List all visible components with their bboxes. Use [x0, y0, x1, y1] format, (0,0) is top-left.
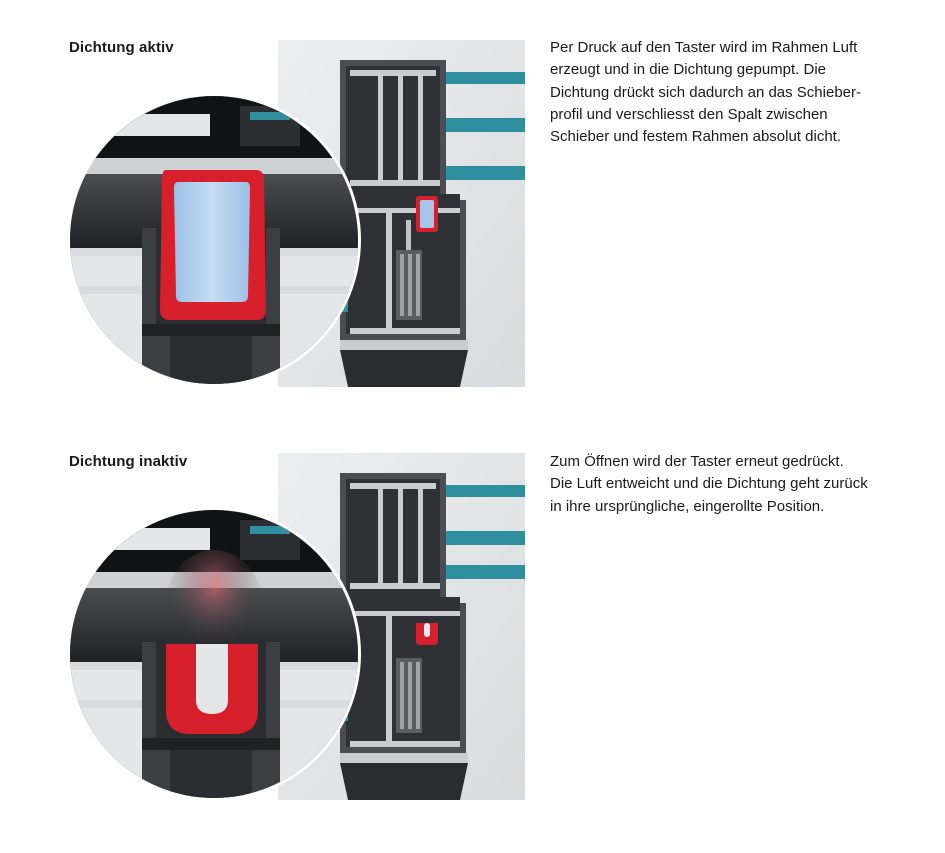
seal-closeup-illustration [70, 96, 358, 384]
description-line: Dichtung drückt sich dadurch an das Schi… [550, 83, 862, 101]
description-line: erzeugt und in die Dichtung gepumpt. Die [550, 61, 827, 79]
description-line: Die Luft entweicht und die Dichtung geht… [550, 475, 868, 493]
section-description: Zum Öffnen wird der Taster erneut gedrüc… [550, 451, 910, 518]
seal-closeup-illustration [70, 510, 358, 798]
section-title: Dichtung inaktiv [69, 453, 188, 470]
description-line: profil und verschliesst den Spalt zwisch… [550, 105, 828, 123]
section-description: Per Druck auf den Taster wird im Rahmen … [550, 37, 910, 148]
description-line: Schieber und festem Rahmen absolut dicht… [550, 128, 841, 146]
section-title: Dichtung aktiv [69, 39, 174, 56]
frame-cross-section-diagram [278, 453, 525, 800]
description-line: in ihre ursprüngliche, eingerollte Posit… [550, 497, 825, 515]
seal-detail-magnifier [70, 510, 358, 798]
description-line: Per Druck auf den Taster wird im Rahmen … [550, 39, 858, 56]
description-line: Zum Öffnen wird der Taster erneut gedrüc… [550, 453, 844, 470]
seal-detail-magnifier [70, 96, 358, 384]
